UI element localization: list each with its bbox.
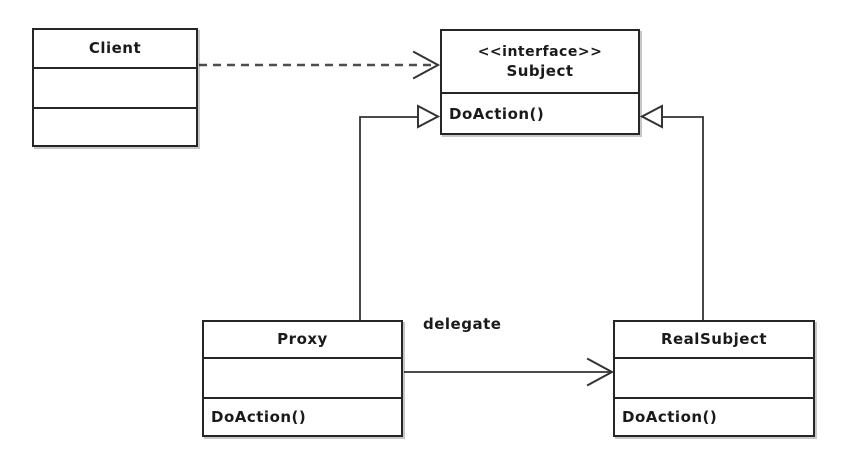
class-client-methods-compartment xyxy=(34,107,196,145)
class-realsubject-attributes-compartment xyxy=(615,357,813,397)
class-client: Client xyxy=(32,28,198,147)
class-subject-name: Subject xyxy=(506,61,574,80)
generalization-line xyxy=(662,116,704,320)
generalization-realsubject-to-subject xyxy=(639,104,704,320)
class-proxy-attributes-compartment xyxy=(204,357,401,397)
class-proxy: Proxy DoAction() xyxy=(202,320,403,437)
class-realsubject-method: DoAction() xyxy=(615,397,813,435)
class-subject-method: DoAction() xyxy=(442,92,638,133)
delegate-arrow-proxy-to-realsubject xyxy=(404,357,615,387)
class-realsubject-name: RealSubject xyxy=(660,330,768,348)
class-realsubject: RealSubject DoAction() xyxy=(613,320,815,437)
generalization-line xyxy=(359,116,418,320)
hollow-triangle-arrowhead-icon xyxy=(417,104,441,129)
open-arrowhead-icon xyxy=(412,50,441,80)
class-proxy-method: DoAction() xyxy=(204,397,401,435)
class-subject-header: <<interface>> Subject xyxy=(442,31,638,92)
class-proxy-name: Proxy xyxy=(277,330,328,348)
delegate-edge-label: delegate xyxy=(423,315,502,333)
class-subject-stereotype: <<interface>> xyxy=(477,43,603,60)
class-client-attributes-compartment xyxy=(34,67,196,107)
generalization-proxy-to-subject xyxy=(359,104,441,320)
class-subject: <<interface>> Subject DoAction() xyxy=(440,29,640,135)
dependency-arrow-client-to-subject xyxy=(199,50,441,80)
open-arrowhead-icon xyxy=(586,357,615,387)
class-client-name: Client xyxy=(88,39,142,57)
hollow-triangle-arrowhead-icon xyxy=(639,104,663,129)
